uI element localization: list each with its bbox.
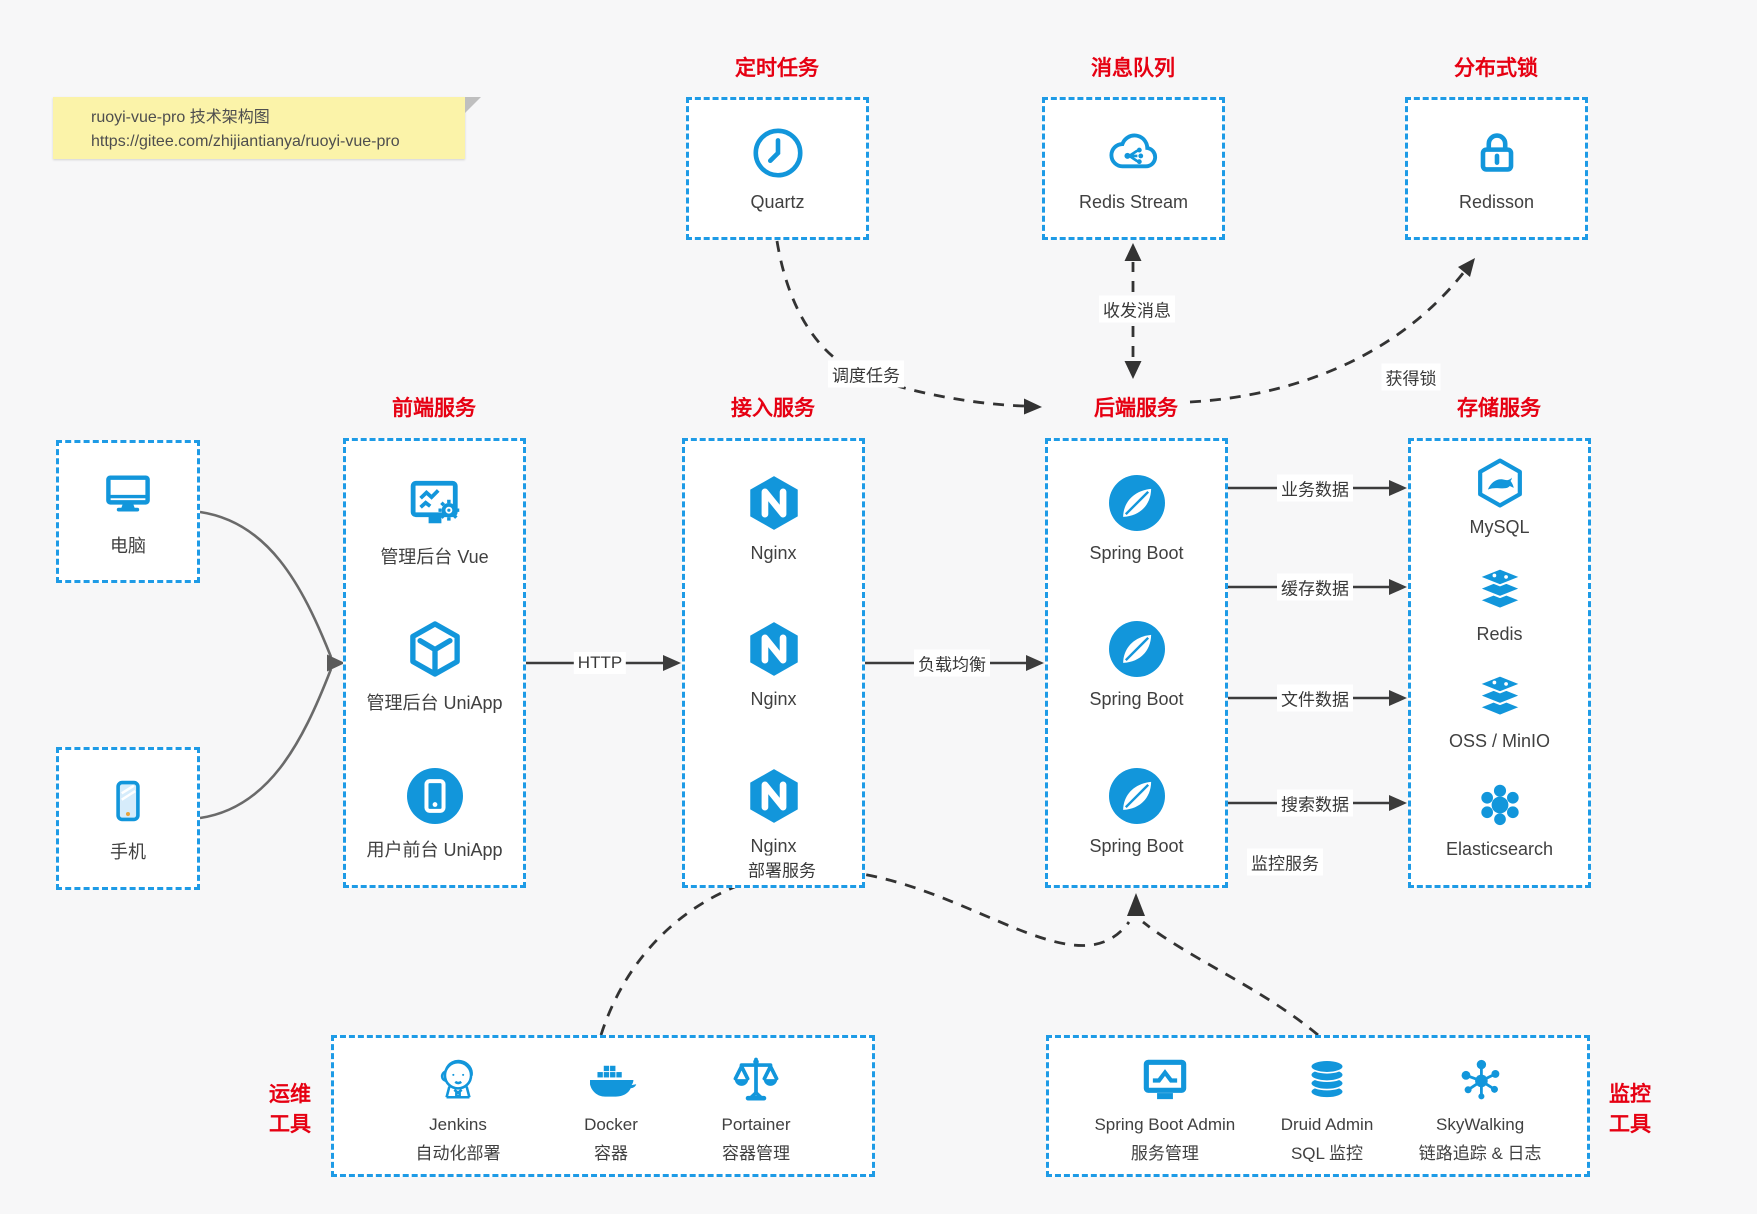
sticky-note: ruoyi-vue-pro 技术架构图 https://gitee.com/zh… [53,97,481,159]
node-docker[interactable]: Docker 容器 [582,1052,640,1166]
nginx-icon [742,471,806,535]
lock-icon [1468,124,1526,182]
edge-label-business-data: 业务数据 [1277,474,1353,502]
edge-label-search-data: 搜索数据 [1277,789,1353,817]
node-pc[interactable]: 电脑 [56,440,200,583]
node-nginx-3[interactable]: Nginx [685,764,862,857]
edge-label-messaging: 收发消息 [1099,295,1175,323]
edge-label-cache-data: 缓存数据 [1277,573,1353,601]
node-redis[interactable]: Redis [1411,562,1588,645]
node-elasticsearch[interactable]: Elasticsearch [1411,777,1588,860]
edge-label-file-data: 文件数据 [1277,684,1353,712]
node-jenkins[interactable]: Jenkins 自动化部署 [416,1052,501,1166]
spring-leaf-icon [1105,471,1169,535]
node-admin-vue[interactable]: 管理后台 Vue [346,471,523,569]
title-frontend-services: 前端服务 [392,397,476,420]
node-springboot-2[interactable]: Spring Boot [1048,617,1225,710]
node-phone[interactable]: 手机 [56,747,200,890]
group-ops-tools[interactable]: Jenkins 自动化部署 Docker 容器 Portainer 容器管理 [331,1035,875,1177]
node-portainer[interactable]: Portainer 容器管理 [722,1052,790,1166]
node-quartz[interactable]: Quartz [686,97,869,240]
edge-pc-to-frontend [199,510,333,658]
node-skywalking[interactable]: SkyWalking 链路追踪 & 日志 [1419,1052,1542,1166]
edge-label-schedule: 调度任务 [828,360,904,388]
group-backend-services[interactable]: Spring Boot Spring Boot Spring Boot [1045,438,1228,888]
admin-screen-icon [403,471,467,535]
title-monitor-tools: 监控工具 [1609,1083,1651,1137]
desktop-icon [100,466,156,522]
database-icon [1299,1052,1355,1108]
title-storage-services: 存储服务 [1457,397,1541,420]
title-message-queue: 消息队列 [1091,57,1175,80]
note-url: https://gitee.com/zhijiantianya/ruoyi-vu… [91,133,400,150]
edge-deploy [599,868,1131,1036]
spring-leaf-icon [1105,764,1169,828]
layer-stack-icon [1472,669,1528,725]
note-title: ruoyi-vue-pro 技术架构图 [91,109,270,126]
smartphone-icon [101,774,155,828]
cloud-message-icon [1103,124,1165,182]
node-redisson[interactable]: Redisson [1405,97,1588,240]
group-access-services[interactable]: Nginx Nginx Nginx [682,438,865,888]
node-admin-uniapp[interactable]: 管理后台 UniApp [346,617,523,715]
spring-leaf-icon [1105,617,1169,681]
nginx-icon [742,617,806,681]
node-mysql[interactable]: MySQL [1411,455,1588,538]
group-frontend-services[interactable]: 管理后台 Vue 管理后台 UniApp 用户前台 UniApp [343,438,526,888]
node-nginx-2[interactable]: Nginx [685,617,862,710]
title-backend-services: 后端服务 [1094,397,1178,420]
node-oss-minio[interactable]: OSS / MinIO [1411,669,1588,752]
node-redis-stream[interactable]: Redis Stream [1042,97,1225,240]
group-monitor-tools[interactable]: Spring Boot Admin 服务管理 Druid Admin SQL 监… [1046,1035,1590,1177]
title-distributed-lock: 分布式锁 [1454,57,1538,80]
edge-phone-to-frontend [199,668,333,820]
node-springboot-admin[interactable]: Spring Boot Admin 服务管理 [1094,1052,1235,1166]
jenkins-icon [430,1052,486,1108]
edge-label-deploy: 部署服务 [744,855,820,883]
node-springboot-1[interactable]: Spring Boot [1048,471,1225,564]
node-druid-admin[interactable]: Druid Admin SQL 监控 [1281,1052,1373,1166]
node-nginx-1[interactable]: Nginx [685,471,862,564]
clock-icon [749,124,807,182]
mysql-dolphin-icon [1472,455,1528,511]
scales-icon [728,1052,784,1108]
mobile-app-icon [403,764,467,828]
node-springboot-3[interactable]: Spring Boot [1048,764,1225,857]
monitor-chart-icon [1137,1052,1193,1108]
topology-icon [1452,1052,1508,1108]
docker-whale-icon [582,1052,640,1108]
nginx-icon [742,764,806,828]
title-ops-tools: 运维工具 [269,1083,311,1137]
title-scheduled-tasks: 定时任务 [735,57,819,80]
note-fold-corner [465,97,481,113]
cluster-icon [1472,777,1528,833]
title-access-services: 接入服务 [731,397,815,420]
edge-monitor [1142,920,1319,1037]
layer-stack-icon [1472,562,1528,618]
node-user-uniapp[interactable]: 用户前台 UniApp [346,764,523,862]
edge-label-monitor: 监控服务 [1247,848,1323,876]
cube-icon [403,617,467,681]
edge-label-lock: 获得锁 [1381,363,1441,391]
edge-label-load-balance: 负载均衡 [914,649,990,677]
group-storage-services[interactable]: MySQL Redis OSS / MinIO Elasticsearch [1408,438,1591,888]
edge-label-http: HTTP [573,652,627,674]
